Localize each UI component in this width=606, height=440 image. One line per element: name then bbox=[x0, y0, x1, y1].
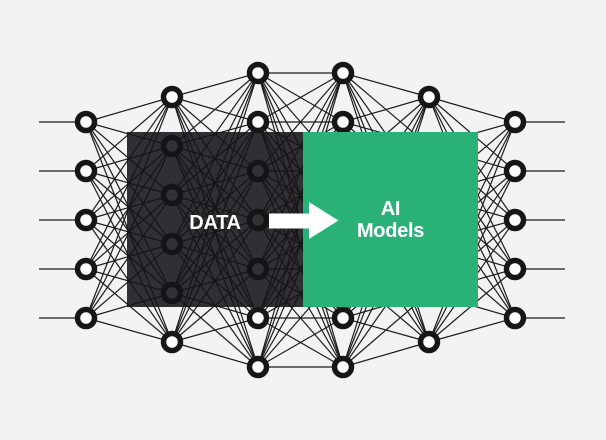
network-node bbox=[160, 330, 184, 354]
network-node bbox=[246, 306, 270, 330]
ai-models-box-label: AI Models bbox=[356, 197, 425, 242]
network-node bbox=[74, 257, 98, 281]
network-node bbox=[74, 208, 98, 232]
ai-models-box: AI Models bbox=[303, 132, 478, 307]
network-node bbox=[503, 208, 527, 232]
network-node bbox=[160, 85, 184, 109]
network-node bbox=[246, 355, 270, 379]
data-box-label: DATA bbox=[189, 211, 241, 234]
network-node bbox=[74, 159, 98, 183]
network-node bbox=[503, 257, 527, 281]
network-node bbox=[331, 306, 355, 330]
network-node bbox=[246, 110, 270, 134]
data-box: DATA bbox=[127, 132, 303, 307]
network-node bbox=[331, 110, 355, 134]
network-node bbox=[417, 85, 441, 109]
network-node bbox=[331, 355, 355, 379]
network-node bbox=[74, 306, 98, 330]
network-node bbox=[74, 110, 98, 134]
network-node bbox=[417, 330, 441, 354]
network-node bbox=[246, 61, 270, 85]
network-node bbox=[503, 159, 527, 183]
network-node bbox=[331, 61, 355, 85]
network-node bbox=[503, 110, 527, 134]
network-node bbox=[503, 306, 527, 330]
